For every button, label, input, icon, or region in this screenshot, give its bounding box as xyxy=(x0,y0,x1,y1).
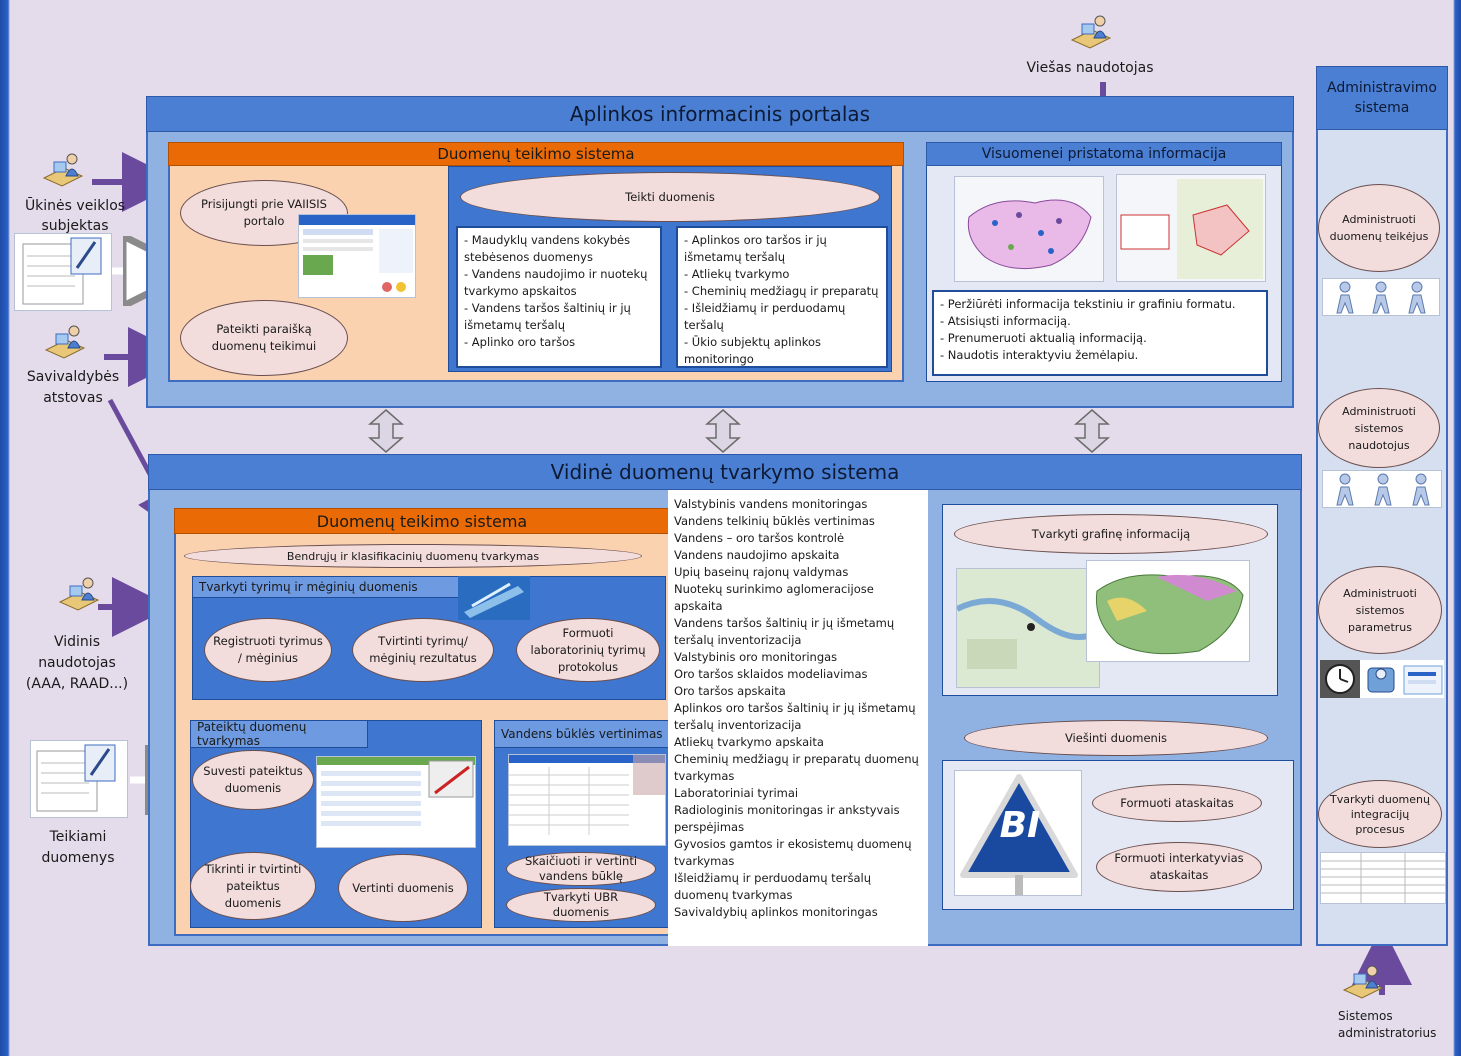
provide-data-step: Teikti duomenis xyxy=(460,172,880,222)
reports-step: Formuoti ataskaitas xyxy=(1092,784,1262,822)
submitted-title: Pateiktų duomenų tvarkymas xyxy=(190,720,368,748)
water-table-image xyxy=(508,754,666,846)
providers-people-image xyxy=(1322,278,1440,316)
public-user-icon xyxy=(1070,15,1112,49)
protocols-step: Formuoti laboratorinių tyrimų protokolus xyxy=(516,618,660,682)
public-info-item: - Prenumeruoti aktualią informaciją. xyxy=(940,331,1147,345)
users-people-image xyxy=(1322,470,1442,508)
module-item: Oro taršos sklaidos modeliavimas xyxy=(674,667,868,681)
approve-step: Tvirtinti tyrimų/ mėginių rezultatus xyxy=(352,618,494,682)
module-item: Savivaldybių aplinkos monitoringas xyxy=(674,905,878,919)
module-item: Gyvosios gamtos ir ekosistemų duomenų tv… xyxy=(674,837,912,868)
input-data-step: Suvesti pateiktus duomenis xyxy=(192,750,314,810)
admin-providers: Administruoti duomenų teikėjus xyxy=(1318,184,1440,272)
internal-user-label: Vidinis naudotojas (AAA, RAAD...) xyxy=(25,634,129,692)
public-user-label: Viešas naudotojas xyxy=(1026,60,1154,76)
register-step: Registruoti tyrimus / mėginius xyxy=(204,618,332,682)
public-info-item: - Atsisiųsti informaciją. xyxy=(940,314,1071,328)
portal-title: Aplinkos informacinis portalas xyxy=(146,96,1294,132)
module-item: Vandens naudojimo apskaita xyxy=(674,548,840,562)
module-item: Vandens – oro taršos kontrolė xyxy=(674,531,845,545)
provide-right-item: - Ūkio subjektų aplinkos monitoringo xyxy=(684,335,822,366)
module-item: Oro taršos apskaita xyxy=(674,684,786,698)
params-icons-image xyxy=(1320,660,1444,698)
provide-right-item: - Atliekų tvarkymo xyxy=(684,267,790,281)
evaluate-step: Vertinti duomenis xyxy=(338,854,468,922)
publish-step: Viešinti duomenis xyxy=(964,720,1268,756)
integration-table-image xyxy=(1320,852,1446,904)
graphics-map-2 xyxy=(1086,560,1250,662)
provide-right-item: - Aplinkos oro taršos ir jų išmetamų ter… xyxy=(684,233,827,264)
module-item: Vandens taršos šaltinių ir jų išmetamų t… xyxy=(674,616,895,647)
admin-users: Administruoti sistemos naudotojus xyxy=(1318,388,1440,468)
portal-submission-title: Duomenų teikimo sistema xyxy=(168,142,904,166)
ubr-step: Tvarkyti UBR duomenis xyxy=(506,888,656,922)
sync-arrow-right xyxy=(1074,409,1110,453)
business-entity-icon xyxy=(42,153,84,187)
module-item: Valstybinis vandens monitoringas xyxy=(674,497,868,511)
sys-admin-label: Sistemos administratorius xyxy=(1338,1009,1437,1040)
document-image xyxy=(14,233,112,311)
module-item: Nuotekų surinkimo aglomeracijose apskait… xyxy=(674,582,874,613)
bi-image xyxy=(954,770,1082,896)
provided-data-image xyxy=(30,740,128,818)
research-title: Tvarkyti tyrimų ir mėginių duomenis xyxy=(192,576,460,598)
interactive-reports-step: Formuoti interkatyvias ataskaitas xyxy=(1096,842,1262,892)
admin-params: Administruoti sistemos parametrus xyxy=(1318,566,1442,654)
module-item: Upių baseinų rajonų valdymas xyxy=(674,565,849,579)
provide-right-item: - Cheminių medžiagų ir preparatų xyxy=(684,284,879,298)
bi-logo-text: BI xyxy=(999,805,1041,846)
public-info-item: - Naudotis interaktyviu žemėlapiu. xyxy=(940,348,1139,362)
graphics-map-1 xyxy=(956,568,1100,688)
public-map-image-1 xyxy=(954,176,1104,282)
sync-arrow-center xyxy=(705,409,741,453)
module-item: Valstybinis oro monitoringas xyxy=(674,650,838,664)
internal-title: Vidinė duomenų tvarkymo sistema xyxy=(148,454,1302,490)
provide-left-item: - Aplinko oro taršos xyxy=(464,335,576,349)
provide-list-left: - Maudyklų vandens kokybės stebėsenos du… xyxy=(456,226,662,368)
submitted-form-image xyxy=(316,756,476,848)
internal-submission-title: Duomenų teikimo sistema xyxy=(174,508,670,534)
business-entity-label: Ūkinės veiklos subjektas xyxy=(24,198,126,234)
public-info-list: - Peržiūrėti informacija tekstiniu ir gr… xyxy=(932,290,1268,376)
municipality-icon xyxy=(44,325,86,359)
provide-left-item: - Vandens naudojimo ir nuotekų tvarkymo … xyxy=(464,267,648,298)
module-item: Vandens telkinių būklės vertinimas xyxy=(674,514,875,528)
admin-title: Administravimo sistema xyxy=(1316,66,1448,130)
module-item: Atliekų tvarkymo apskaita xyxy=(674,735,824,749)
provide-left-item: - Maudyklų vandens kokybės stebėsenos du… xyxy=(464,233,631,264)
check-data-step: Tikrinti ir tvirtinti pateiktus duomenis xyxy=(190,852,316,920)
module-item: Išleidžiamų ir perduodamų teršalų duomen… xyxy=(674,871,872,902)
provide-list-right: - Aplinkos oro taršos ir jų išmetamų ter… xyxy=(676,226,888,368)
admin-integration: Tvarkyti duomenų integracijų procesus xyxy=(1318,780,1442,848)
graphics-step: Tvarkyti grafinę informaciją xyxy=(954,514,1268,554)
public-info-item: - Peržiūrėti informacija tekstiniu ir gr… xyxy=(940,297,1236,311)
module-item: Aplinkos oro taršos šaltinių ir jų išmet… xyxy=(674,701,916,732)
classifiers-step: Bendrųjų ir klasifikacinių duomenų tvark… xyxy=(184,544,642,568)
internal-user-icon xyxy=(58,577,100,611)
sync-arrow-left xyxy=(368,409,404,453)
public-map-image-2 xyxy=(1116,174,1266,282)
apply-step: Pateikti paraišką duomenų teikimui xyxy=(180,300,348,376)
water-title: Vandens būklės vertinimas xyxy=(494,720,670,748)
public-info-title: Visuomenei pristatoma informacija xyxy=(926,142,1282,166)
sys-admin-icon xyxy=(1342,965,1384,999)
municipality-label: Savivaldybės atstovas xyxy=(26,369,120,406)
provide-right-item: - Išleidžiamų ir perduodamų teršalų xyxy=(684,301,846,332)
provided-data-label: Teikiami duomenys xyxy=(41,829,115,866)
module-item: Laboratoriniai tyrimai xyxy=(674,786,799,800)
provide-left-item: - Vandens taršos šaltinių ir jų išmetamų… xyxy=(464,301,631,332)
module-item: Cheminių medžiagų ir preparatų duomenų t… xyxy=(674,752,919,783)
research-image xyxy=(458,576,530,620)
portal-screenshot xyxy=(298,214,416,298)
calc-water-step: Skaičiuoti ir vertinti vandens būklę xyxy=(506,852,656,886)
modules-list: Valstybinis vandens monitoringas Vandens… xyxy=(668,490,928,946)
module-item: Radiologinis monitoringas ir ankstyvais … xyxy=(674,803,900,834)
